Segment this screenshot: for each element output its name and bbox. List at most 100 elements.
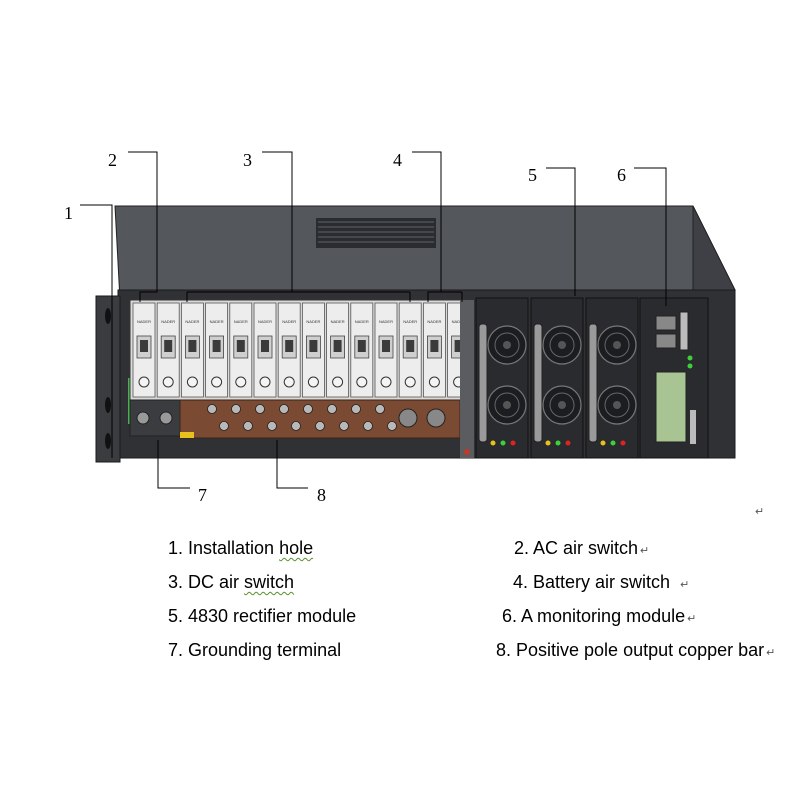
breaker-label: NADER <box>234 319 248 324</box>
breaker-label: NADER <box>185 319 199 324</box>
breaker-label: NADER <box>379 319 393 324</box>
breaker-lever <box>406 340 415 352</box>
divider-strip <box>460 300 474 458</box>
bar-terminal <box>255 404 265 414</box>
fan-hub <box>613 341 621 349</box>
fan-hub <box>503 341 511 349</box>
bar-terminal <box>315 421 325 431</box>
bar-terminal <box>363 421 373 431</box>
breaker-screw <box>380 376 392 388</box>
breaker-label: NADER <box>258 319 272 324</box>
led-green <box>555 440 561 446</box>
led-yellow <box>600 440 606 446</box>
breaker-screw <box>138 376 150 388</box>
callout-7: 7 <box>198 485 207 505</box>
vent-grille <box>316 218 436 248</box>
network-port <box>655 333 677 349</box>
breaker-label: NADER <box>355 319 369 324</box>
breaker-screw <box>356 376 368 388</box>
breaker-screw <box>428 376 440 388</box>
breaker-lever <box>212 340 221 352</box>
bar-terminal <box>219 421 229 431</box>
callout-6: 6 <box>617 165 626 185</box>
breaker-label: NADER <box>161 319 175 324</box>
led-green <box>687 363 693 369</box>
breaker-label: NADER <box>452 319 466 324</box>
bar-terminal <box>279 404 289 414</box>
legend-item-5-text: 5. 4830 rectifier module <box>168 606 357 626</box>
breaker-label: NADER <box>403 319 417 324</box>
return-mark: ↵ <box>640 545 650 557</box>
screw <box>464 449 470 455</box>
breaker-screw <box>235 376 247 388</box>
module-handle <box>588 323 598 443</box>
legend-item-7-text: 7. Grounding terminal <box>168 640 342 660</box>
led-red <box>565 440 571 446</box>
led-red <box>620 440 626 446</box>
grounding-terminal <box>136 411 150 425</box>
led-green <box>610 440 616 446</box>
bar-terminal <box>387 421 397 431</box>
bar-terminal <box>207 404 217 414</box>
legend-item-6: 6. A monitoring module↵ <box>502 606 696 627</box>
breaker-lever <box>333 340 342 352</box>
installation-hole <box>105 397 111 413</box>
legend-item-8-text: 8. Positive pole output copper bar <box>496 640 765 660</box>
callout-5: 5 <box>528 165 537 185</box>
fan-ring <box>549 332 575 358</box>
installation-hole <box>105 433 111 449</box>
breaker-screw <box>162 376 174 388</box>
breaker-label: NADER <box>282 319 296 324</box>
breaker-lever <box>382 340 390 352</box>
breaker-label: NADER <box>427 319 441 324</box>
bar-terminal <box>267 421 277 431</box>
breaker-lever <box>140 340 148 352</box>
return-mark: ↵ <box>687 613 697 625</box>
battery-terminal <box>398 408 418 428</box>
bar-terminal <box>231 404 241 414</box>
return-mark: ↵ <box>766 647 776 659</box>
module-handle <box>478 323 488 443</box>
legend-item-2: 2. AC air switch↵ <box>514 538 649 559</box>
network-port <box>655 315 677 331</box>
breaker-lever <box>261 340 269 352</box>
bar-terminal <box>291 421 301 431</box>
breaker-lever <box>309 340 318 352</box>
grounding-terminal <box>159 411 173 425</box>
bar-terminal <box>327 404 337 414</box>
breaker-screw <box>283 376 295 388</box>
led-yellow <box>490 440 496 446</box>
breaker-label: NADER <box>210 319 224 324</box>
callout-2: 2 <box>108 150 117 170</box>
serial-port <box>679 311 689 351</box>
breaker-screw <box>332 376 344 388</box>
fan-ring <box>494 332 520 358</box>
breaker-lever <box>357 340 366 352</box>
fan-ring <box>494 392 520 418</box>
breaker-screw <box>259 376 271 388</box>
installation-hole <box>105 308 111 324</box>
legend-item-3-text: 3. DC air <box>168 572 245 592</box>
fan-ring <box>604 392 630 418</box>
bar-terminal <box>351 404 361 414</box>
callout-8: 8 <box>317 485 326 505</box>
callout-4: 4 <box>393 150 402 170</box>
breaker-screw <box>404 376 416 388</box>
bar-terminal <box>243 421 253 431</box>
legend-item-8: 8. Positive pole output copper bar↵ <box>496 640 775 661</box>
breaker-lever <box>236 340 245 352</box>
lcd-screen <box>655 371 687 443</box>
fan-ring <box>604 332 630 358</box>
breaker-lever <box>285 340 294 352</box>
return-mark: ↵ <box>680 579 690 591</box>
legend-item-4-text: 4. Battery air switch <box>513 572 671 592</box>
legend-item-1-text: 1. Installation <box>168 538 280 558</box>
module-handle <box>533 323 543 443</box>
breaker-lever <box>430 340 439 352</box>
callout-1: 1 <box>64 203 73 223</box>
legend-item-4: 4. Battery air switch ↵ <box>513 572 689 593</box>
fan-ring <box>549 392 575 418</box>
breaker-label: NADER <box>137 319 151 324</box>
bar-terminal <box>303 404 313 414</box>
